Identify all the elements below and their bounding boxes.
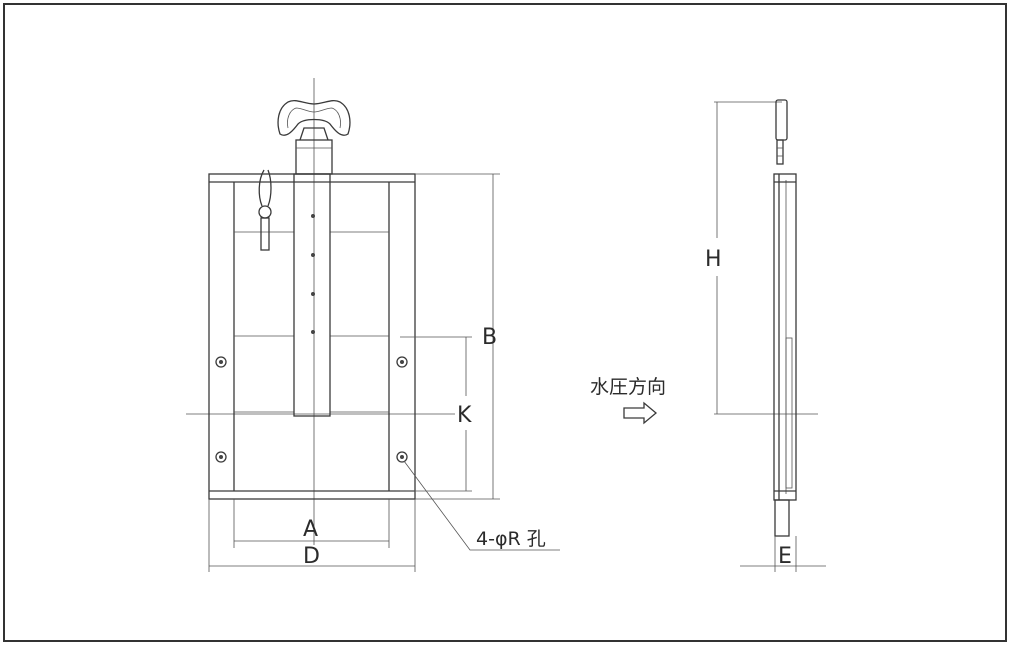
- drawing-border: [3, 3, 1007, 642]
- dim-label-k: K: [457, 403, 472, 428]
- lock-pin-icon: [258, 169, 272, 251]
- rack-hole: [311, 253, 315, 257]
- dim-label-b: B: [482, 325, 497, 350]
- bolt-hole: [215, 451, 227, 463]
- bolt-hole: [215, 356, 227, 368]
- water-pressure-label: 水圧方向: [590, 376, 666, 398]
- dim-label-h: H: [705, 247, 722, 272]
- frame-outer: [208, 173, 416, 500]
- handwheel-icon: [277, 99, 351, 175]
- front-view: B K A D 4-φR 孔: [186, 78, 560, 572]
- dim-label-e: E: [778, 544, 792, 569]
- dim-label-d: D: [303, 544, 320, 569]
- side-handle: [775, 99, 788, 141]
- hole-callout-leader: [403, 460, 560, 551]
- water-pressure-indicator: 水圧方向: [590, 376, 666, 425]
- side-frame: [773, 173, 797, 501]
- handle-collar: [295, 139, 333, 175]
- rack-hole: [311, 292, 315, 296]
- dim-label-a: A: [303, 517, 318, 542]
- rack-hole: [311, 214, 315, 218]
- hole-note: 4-φR 孔: [476, 528, 546, 550]
- hollow-right-arrow-icon: [623, 401, 658, 425]
- side-view: H E: [705, 99, 826, 572]
- rack-hole: [311, 330, 315, 334]
- bolt-hole: [396, 356, 408, 368]
- bolt-hole: [396, 451, 408, 463]
